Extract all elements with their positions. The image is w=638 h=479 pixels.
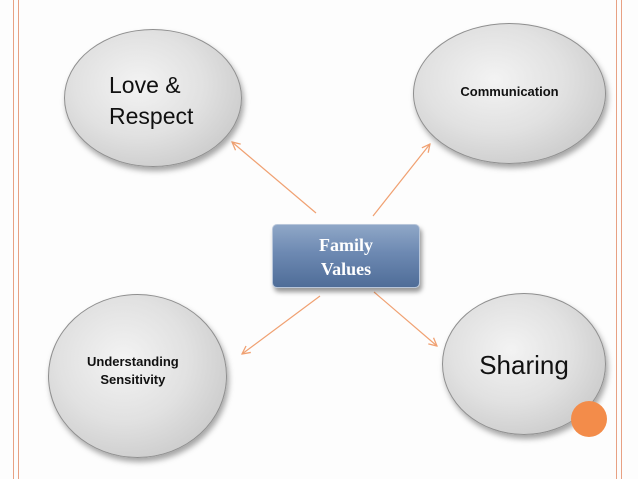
node-communication-label: Communication bbox=[460, 84, 559, 99]
right-border-line-outer bbox=[621, 0, 622, 479]
right-border-line-inner bbox=[616, 0, 617, 479]
node-understanding-label: Understanding Sensitivity bbox=[87, 354, 179, 387]
center-family-values: Family Values bbox=[272, 224, 420, 288]
node-communication: Communication bbox=[413, 23, 606, 164]
node-sharing: Sharing bbox=[442, 293, 606, 435]
arrow-to-understanding bbox=[242, 295, 321, 354]
accent-dot bbox=[571, 401, 607, 437]
node-love-respect: Love & Respect bbox=[64, 29, 242, 167]
arrow-to-communication bbox=[372, 144, 430, 217]
arrow-to-sharing bbox=[373, 291, 437, 346]
arrow-to-love-respect bbox=[232, 142, 317, 214]
node-love-respect-label: Love & Respect bbox=[109, 72, 194, 129]
left-border-line-outer bbox=[13, 0, 14, 479]
left-border-line-inner bbox=[18, 0, 19, 479]
node-sharing-label: Sharing bbox=[479, 350, 569, 380]
center-label: Family Values bbox=[319, 235, 373, 279]
node-understanding-sensitivity: Understanding Sensitivity bbox=[48, 294, 227, 458]
